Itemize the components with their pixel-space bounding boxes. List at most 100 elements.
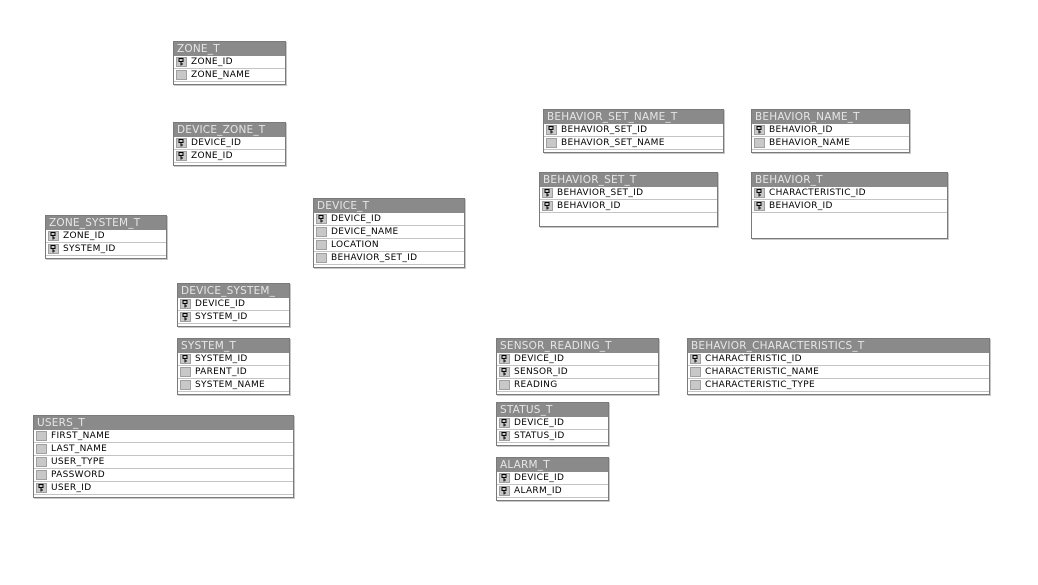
- column-row[interactable]: ZONE_ID: [46, 230, 166, 243]
- table-title: ZONE_SYSTEM_T: [46, 216, 166, 230]
- column-row[interactable]: DEVICE_NAME: [314, 226, 464, 239]
- column-row[interactable]: LOCATION: [314, 239, 464, 252]
- primary-key-icon: [176, 138, 187, 148]
- primary-key-icon: [499, 418, 510, 428]
- column-row[interactable]: PARENT_ID: [178, 366, 289, 379]
- column-name: BEHAVIOR_NAME: [769, 138, 851, 148]
- column-row[interactable]: CHARACTERISTIC_ID: [688, 353, 989, 366]
- column-row[interactable]: CHARACTERISTIC_NAME: [688, 366, 989, 379]
- table-title: SENSOR_READING_T: [497, 339, 658, 353]
- column-row[interactable]: BEHAVIOR_SET_NAME: [544, 137, 723, 150]
- column-row[interactable]: PASSWORD: [34, 469, 293, 482]
- column-name: BEHAVIOR_ID: [769, 201, 833, 211]
- column-row[interactable]: USER_ID: [34, 482, 293, 495]
- column-row[interactable]: BEHAVIOR_ID: [540, 200, 717, 213]
- column-name: STATUS_ID: [514, 431, 565, 441]
- column-row[interactable]: DEVICE_ID: [497, 353, 658, 366]
- column-marker-icon: [316, 227, 327, 237]
- column-row[interactable]: CHARACTERISTIC_TYPE: [688, 379, 989, 392]
- table-title: BEHAVIOR_CHARACTERISTICS_T: [688, 339, 989, 353]
- column-row[interactable]: BEHAVIOR_ID: [752, 124, 909, 137]
- column-row[interactable]: FIRST_NAME: [34, 430, 293, 443]
- column-row[interactable]: USER_TYPE: [34, 456, 293, 469]
- key-glyph: [544, 189, 550, 197]
- primary-key-icon: [542, 201, 553, 211]
- column-row[interactable]: DEVICE_ID: [174, 137, 285, 150]
- column-marker-icon: [176, 70, 187, 80]
- column-row[interactable]: SYSTEM_ID: [178, 353, 289, 366]
- column-row[interactable]: ALARM_ID: [497, 485, 608, 498]
- column-row[interactable]: ZONE_ID: [174, 150, 285, 163]
- column-name: BEHAVIOR_ID: [769, 125, 833, 135]
- column-row[interactable]: STATUS_ID: [497, 430, 608, 443]
- key-glyph: [501, 474, 507, 482]
- column-name: BEHAVIOR_SET_ID: [331, 253, 418, 263]
- primary-key-icon: [176, 57, 187, 67]
- column-row[interactable]: DEVICE_ID: [178, 298, 289, 311]
- key-glyph: [544, 202, 550, 210]
- primary-key-icon: [48, 244, 59, 254]
- table-title: BEHAVIOR_T: [752, 173, 947, 187]
- primary-key-icon: [48, 231, 59, 241]
- column-name: DEVICE_ID: [331, 214, 382, 224]
- column-row[interactable]: BEHAVIOR_SET_ID: [544, 124, 723, 137]
- column-row[interactable]: CHARACTERISTIC_ID: [752, 187, 947, 200]
- column-row[interactable]: SYSTEM_NAME: [178, 379, 289, 392]
- primary-key-icon: [499, 354, 510, 364]
- column-marker-icon: [754, 138, 765, 148]
- key-glyph: [50, 245, 56, 253]
- column-row[interactable]: DEVICE_ID: [497, 417, 608, 430]
- column-name: DEVICE_ID: [191, 138, 242, 148]
- column-name: DEVICE_NAME: [331, 227, 399, 237]
- primary-key-icon: [754, 125, 765, 135]
- column-name: PASSWORD: [51, 470, 106, 480]
- table-title: BEHAVIOR_SET_T: [540, 173, 717, 187]
- column-marker-icon: [180, 380, 191, 390]
- column-name: CHARACTERISTIC_ID: [769, 188, 866, 198]
- primary-key-icon: [754, 188, 765, 198]
- key-glyph: [756, 126, 762, 134]
- primary-key-icon: [499, 367, 510, 377]
- column-row[interactable]: READING: [497, 379, 658, 392]
- column-name: ZONE_NAME: [191, 70, 251, 80]
- column-row[interactable]: BEHAVIOR_ID: [752, 200, 947, 213]
- column-row[interactable]: SYSTEM_ID: [46, 243, 166, 256]
- column-row[interactable]: BEHAVIOR_SET_ID: [540, 187, 717, 200]
- primary-key-icon: [690, 354, 701, 364]
- table-title: BEHAVIOR_SET_NAME_T: [544, 110, 723, 124]
- column-row[interactable]: DEVICE_ID: [497, 472, 608, 485]
- key-glyph: [318, 215, 324, 223]
- column-row[interactable]: BEHAVIOR_SET_ID: [314, 252, 464, 265]
- column-name: CHARACTERISTIC_ID: [705, 354, 802, 364]
- column-row[interactable]: SENSOR_ID: [497, 366, 658, 379]
- column-row[interactable]: LAST_NAME: [34, 443, 293, 456]
- column-row[interactable]: ZONE_ID: [174, 56, 285, 69]
- primary-key-icon: [36, 483, 47, 493]
- table-title: STATUS_T: [497, 403, 608, 417]
- column-row[interactable]: ZONE_NAME: [174, 69, 285, 82]
- column-name: FIRST_NAME: [51, 431, 111, 441]
- primary-key-icon: [546, 125, 557, 135]
- column-name: PARENT_ID: [195, 367, 247, 377]
- column-row[interactable]: DEVICE_ID: [314, 213, 464, 226]
- column-marker-icon: [36, 470, 47, 480]
- key-glyph: [501, 355, 507, 363]
- column-row[interactable]: SYSTEM_ID: [178, 311, 289, 324]
- column-row[interactable]: BEHAVIOR_NAME: [752, 137, 909, 150]
- table-title: DEVICE_T: [314, 199, 464, 213]
